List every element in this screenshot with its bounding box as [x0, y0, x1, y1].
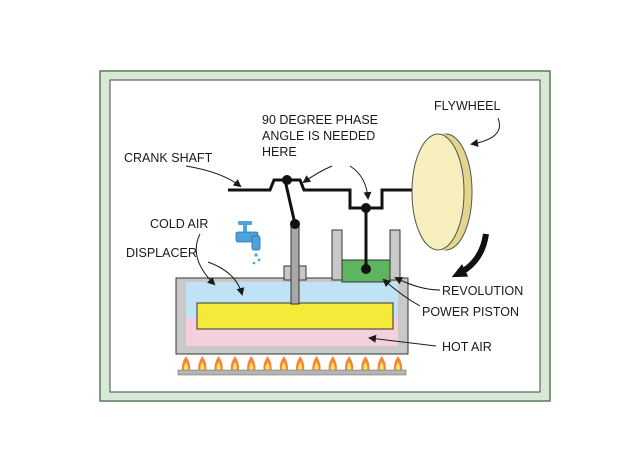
gas-flame-icon: [393, 356, 403, 370]
power-cylinder-right-wall: [389, 229, 401, 281]
gas-flame-icon: [361, 356, 370, 370]
gas-flame-icon: [328, 356, 337, 370]
displacer-rod-pin: [290, 219, 300, 229]
gas-flame-icon: [181, 356, 191, 370]
cold-air-label: COLD AIR: [150, 217, 208, 231]
phase-leader-right: [349, 165, 372, 200]
revolution-leader: [394, 277, 441, 291]
burner-bar: [177, 369, 407, 376]
crank-shaft-label: CRANK SHAFT: [124, 151, 213, 165]
revolution-arrow: [451, 233, 489, 278]
piston-pin: [361, 264, 371, 274]
gas-flame-icon: [312, 356, 321, 370]
displacer: [196, 302, 394, 330]
gas-flame-icon: [198, 356, 207, 370]
revolution-label: REVOLUTION: [442, 284, 523, 298]
crank-shaft-leader: [185, 165, 242, 188]
phase-angle-label-line3: HERE: [262, 145, 297, 159]
flywheel-leader: [470, 117, 500, 147]
hot-air-leader: [368, 334, 437, 347]
hot-air-label: HOT AIR: [442, 340, 492, 354]
crank-shaft: [228, 178, 432, 210]
displacer-label: DISPLACER: [126, 246, 197, 260]
water-faucet-icon: [235, 221, 261, 265]
burner: [177, 356, 407, 376]
power-piston-label: POWER PISTON: [422, 305, 519, 319]
phase-leader-left: [302, 165, 333, 184]
displacer-rod: [290, 221, 300, 305]
flywheel-label: FLYWHEEL: [434, 99, 500, 113]
gas-flame-icon: [247, 356, 256, 370]
gas-flame-icon: [214, 356, 223, 370]
gas-flame-icon: [230, 356, 240, 370]
phase-angle-label-line2: ANGLE IS NEEDED: [262, 129, 375, 143]
crank-pin-piston: [361, 203, 371, 213]
displacer-connecting-rod: [283, 179, 297, 225]
flywheel: [411, 133, 473, 251]
gas-flame-icon: [295, 356, 305, 370]
displacer-leader: [207, 261, 245, 296]
gas-flame-icon: [344, 356, 354, 370]
cold-air-leader: [195, 233, 216, 286]
gas-flame-icon: [263, 356, 272, 370]
gas-flame-icon: [377, 356, 386, 370]
phase-angle-label-line1: 90 DEGREE PHASE: [262, 113, 378, 127]
power-piston-leader: [382, 278, 421, 307]
power-cylinder-left-wall: [331, 229, 343, 281]
crank-pin-displacer: [282, 175, 292, 185]
gas-flame-icon: [279, 356, 289, 370]
